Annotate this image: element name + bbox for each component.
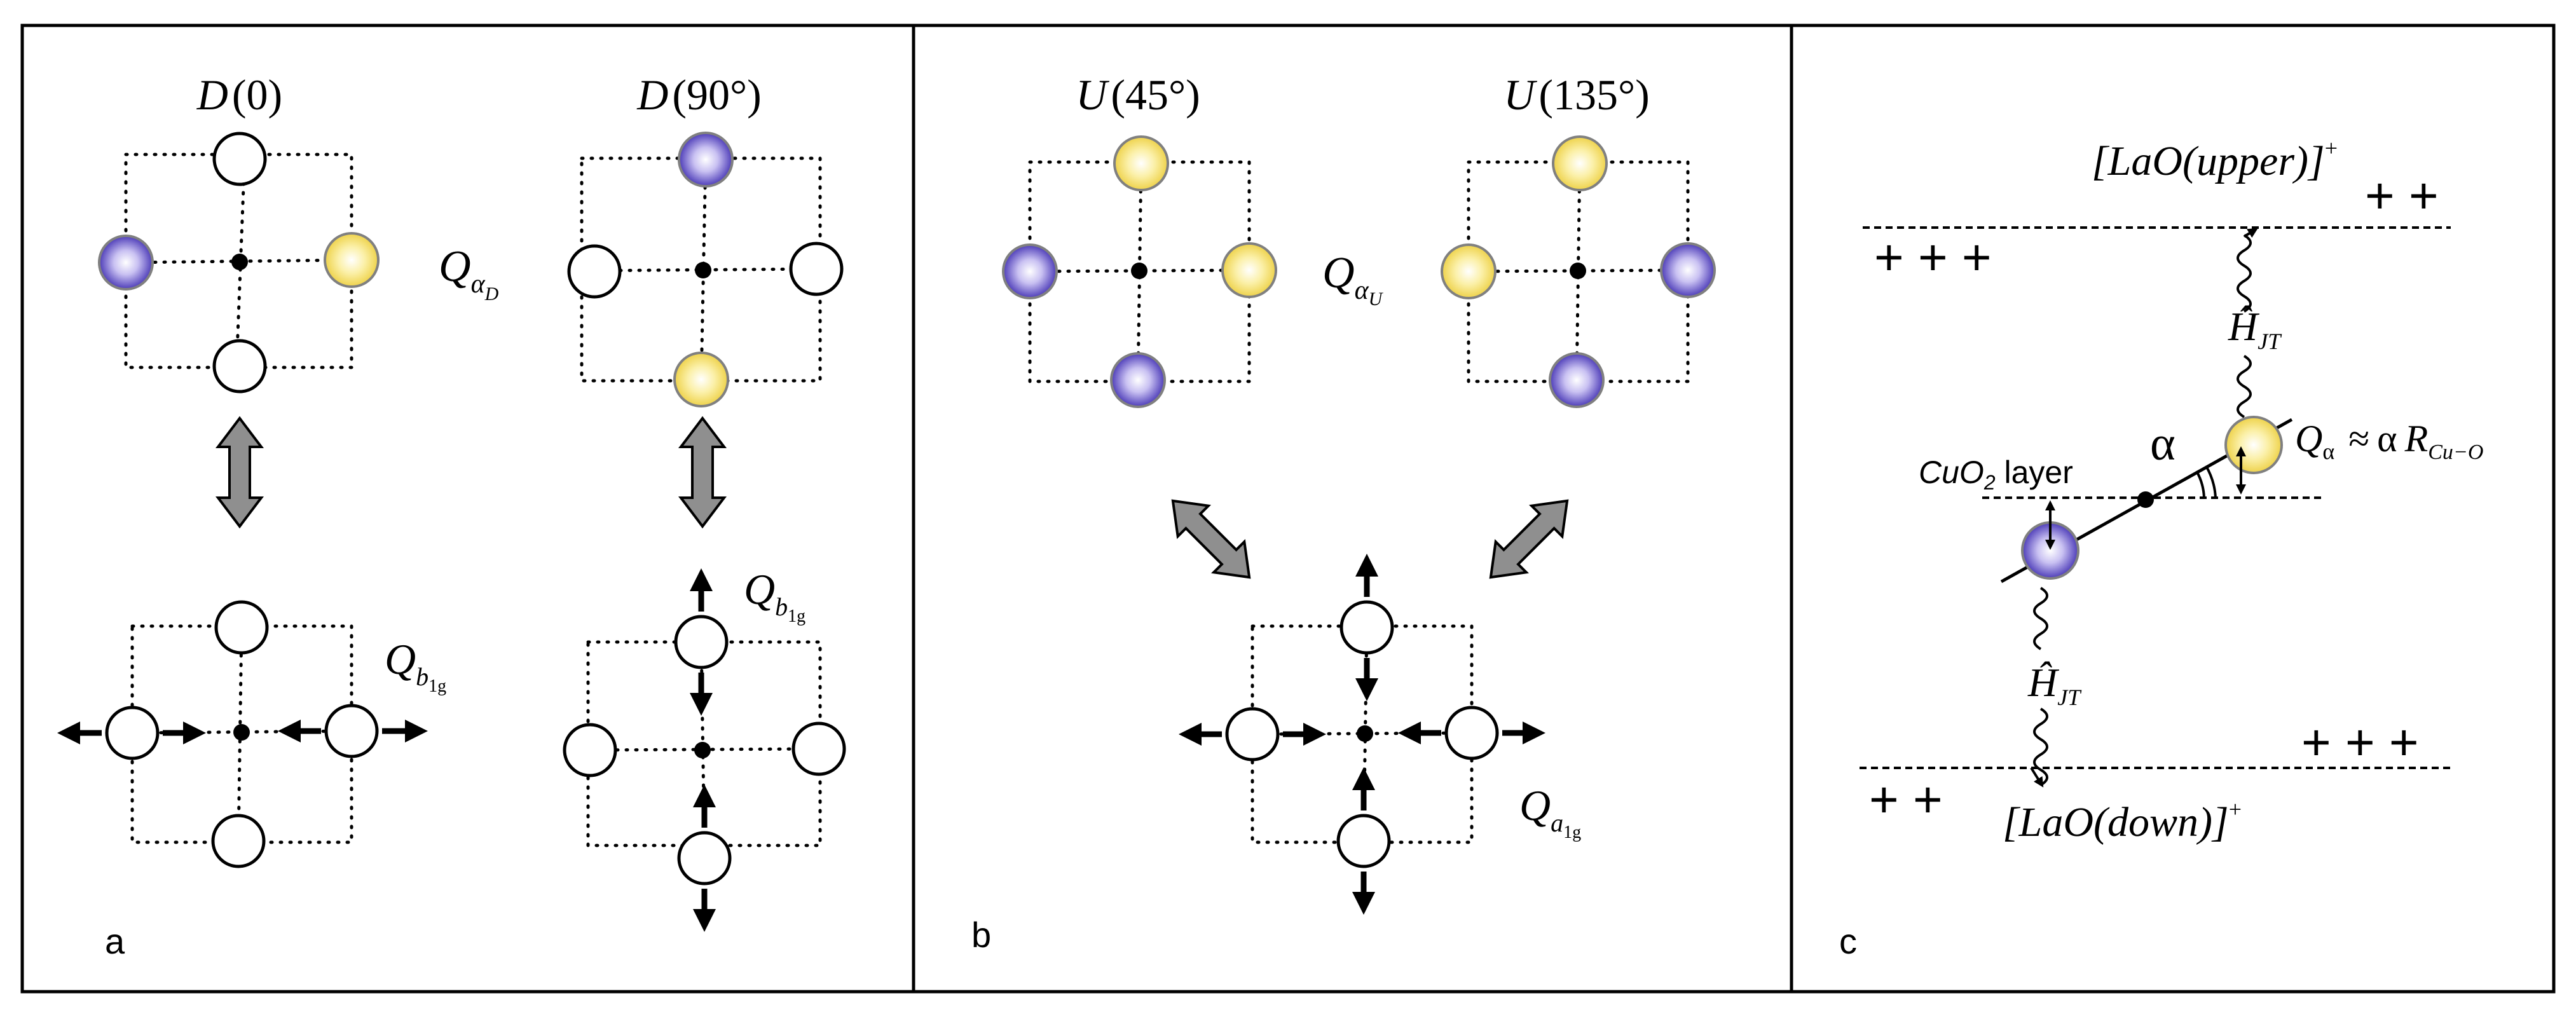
oxygen-moving: [1444, 706, 1499, 760]
oxygen-neutral: [212, 132, 267, 186]
wavy-coupling-line: [2033, 587, 2048, 650]
wavy-coupling-line: [2237, 234, 2252, 313]
mode-b1g-left: Qb1g: [57, 600, 446, 868]
lower-charges-left: + +: [1869, 771, 1943, 828]
copper-center: [1357, 725, 1373, 742]
oxygen-displaced-up: [1113, 135, 1169, 191]
oxygen-displaced-up: [1441, 243, 1497, 299]
tilt-angle-label: α: [2150, 417, 2175, 470]
double-arrow-icon: [215, 416, 264, 529]
oxygen-displaced-up: [673, 352, 729, 407]
panel-a-label: a: [105, 921, 125, 961]
oxygen-displaced-down: [1660, 242, 1716, 298]
hjt-lower-label: ĤJT: [2027, 660, 2082, 710]
upper-charges-left: + + +: [1874, 229, 1992, 285]
plaquette-vertical-bond: [699, 156, 708, 383]
oxygen-moving: [324, 704, 379, 758]
mode-q-b1g-label: Qb1g: [744, 565, 805, 626]
oxygen-neutral: [214, 600, 269, 655]
oxygen-displaced-up: [1552, 135, 1608, 191]
config-d0: D(0): [98, 71, 380, 393]
oxygen-displaced-up: [2224, 416, 2283, 474]
config-d90: D(90°): [567, 71, 844, 407]
oxygen-displaced-down: [98, 235, 154, 291]
config-d0-label: D(0): [196, 71, 282, 119]
mode-b1g-right: Qb1g: [563, 565, 846, 932]
oxygen-displaced-down: [1002, 243, 1058, 299]
oxygen-moving: [1225, 707, 1280, 762]
oxygen-moving: [105, 706, 160, 760]
oxygen-neutral: [211, 814, 266, 868]
oxygen-displaced-up: [1221, 242, 1277, 298]
plaquette-horizontal-bond: [1467, 268, 1690, 273]
oxygen-neutral: [791, 722, 846, 776]
wavy-coupling-line: [2237, 355, 2252, 418]
mode-q-b1g-label: Qb1g: [385, 635, 446, 696]
mode-q-alpha-d-label: QαD: [439, 242, 499, 304]
angle-arc: [2205, 465, 2217, 498]
cuo2-layer-label: CuO2 layer: [1919, 455, 2073, 494]
copper-center: [694, 742, 711, 758]
plaquette-vertical-bond: [236, 624, 243, 844]
oxygen-displaced-down: [1549, 352, 1605, 408]
panel-frames: [20, 24, 2556, 994]
panel-b-label: b: [971, 915, 991, 955]
upper-charges-right: + +: [2365, 167, 2439, 224]
oxygen-displaced-up: [324, 232, 380, 288]
lower-charges-right: + + +: [2301, 714, 2419, 770]
lower-layer-label: [LaO(down)]+: [2003, 797, 2242, 845]
copper-center: [2137, 491, 2154, 508]
double-arrow-icon: [1489, 499, 1569, 579]
panel-c-label: c: [1839, 921, 1857, 961]
coupling-arrow-icon: [2030, 767, 2044, 788]
panel-b: U(45°) QαU U(135°): [971, 71, 1716, 955]
oxygen-neutral: [212, 339, 267, 393]
mode-q-a1g-label: Qa1g: [1519, 781, 1581, 842]
plaquette-vertical-bond: [1575, 160, 1582, 383]
panel-c: [LaO(upper)]+ + + + + + ĤJT CuO2 layer α…: [1839, 135, 2483, 961]
wavy-coupling-line: [2033, 708, 2048, 786]
upper-layer-label: [LaO(upper)]+: [2092, 135, 2338, 184]
oxygen-moving: [677, 831, 732, 886]
double-arrow-icon: [678, 416, 727, 529]
oxygen-moving: [674, 615, 729, 669]
copper-center: [231, 254, 248, 270]
config-u45: U(45°): [1002, 71, 1277, 408]
config-d90-label: D(90°): [636, 71, 762, 119]
config-u135: U(135°): [1441, 71, 1716, 408]
oxygen-neutral: [789, 242, 844, 296]
oxygen-moving: [1336, 814, 1391, 868]
double-arrow-icon: [1171, 499, 1251, 579]
mode-q-alpha-u-label: QαU: [1322, 249, 1384, 310]
mode-a1g: Qa1g: [1179, 554, 1581, 915]
outer-frame: [20, 24, 2556, 994]
copper-center: [695, 262, 711, 278]
panel-a: D(0) QαD D(90°): [57, 71, 846, 961]
oxygen-moving: [1339, 600, 1394, 655]
copper-center: [233, 724, 250, 741]
hjt-upper-label: ĤJT: [2228, 304, 2282, 354]
config-u45-label: U(45°): [1076, 71, 1200, 119]
copper-center: [1570, 263, 1586, 279]
copper-center: [1131, 263, 1148, 279]
plaquette-vertical-bond: [1136, 160, 1143, 383]
coupling-arrow-icon: [2243, 228, 2258, 238]
oxygen-displaced-down: [1110, 352, 1166, 408]
oxygen-neutral: [567, 244, 622, 299]
angle-arc: [2195, 470, 2205, 498]
plaquette-horizontal-bond: [580, 267, 822, 273]
oxygen-neutral: [563, 723, 617, 777]
config-u135-label: U(135°): [1504, 71, 1650, 119]
oxygen-displaced-down: [678, 132, 734, 188]
plaquette-horizontal-bond: [1028, 268, 1251, 273]
